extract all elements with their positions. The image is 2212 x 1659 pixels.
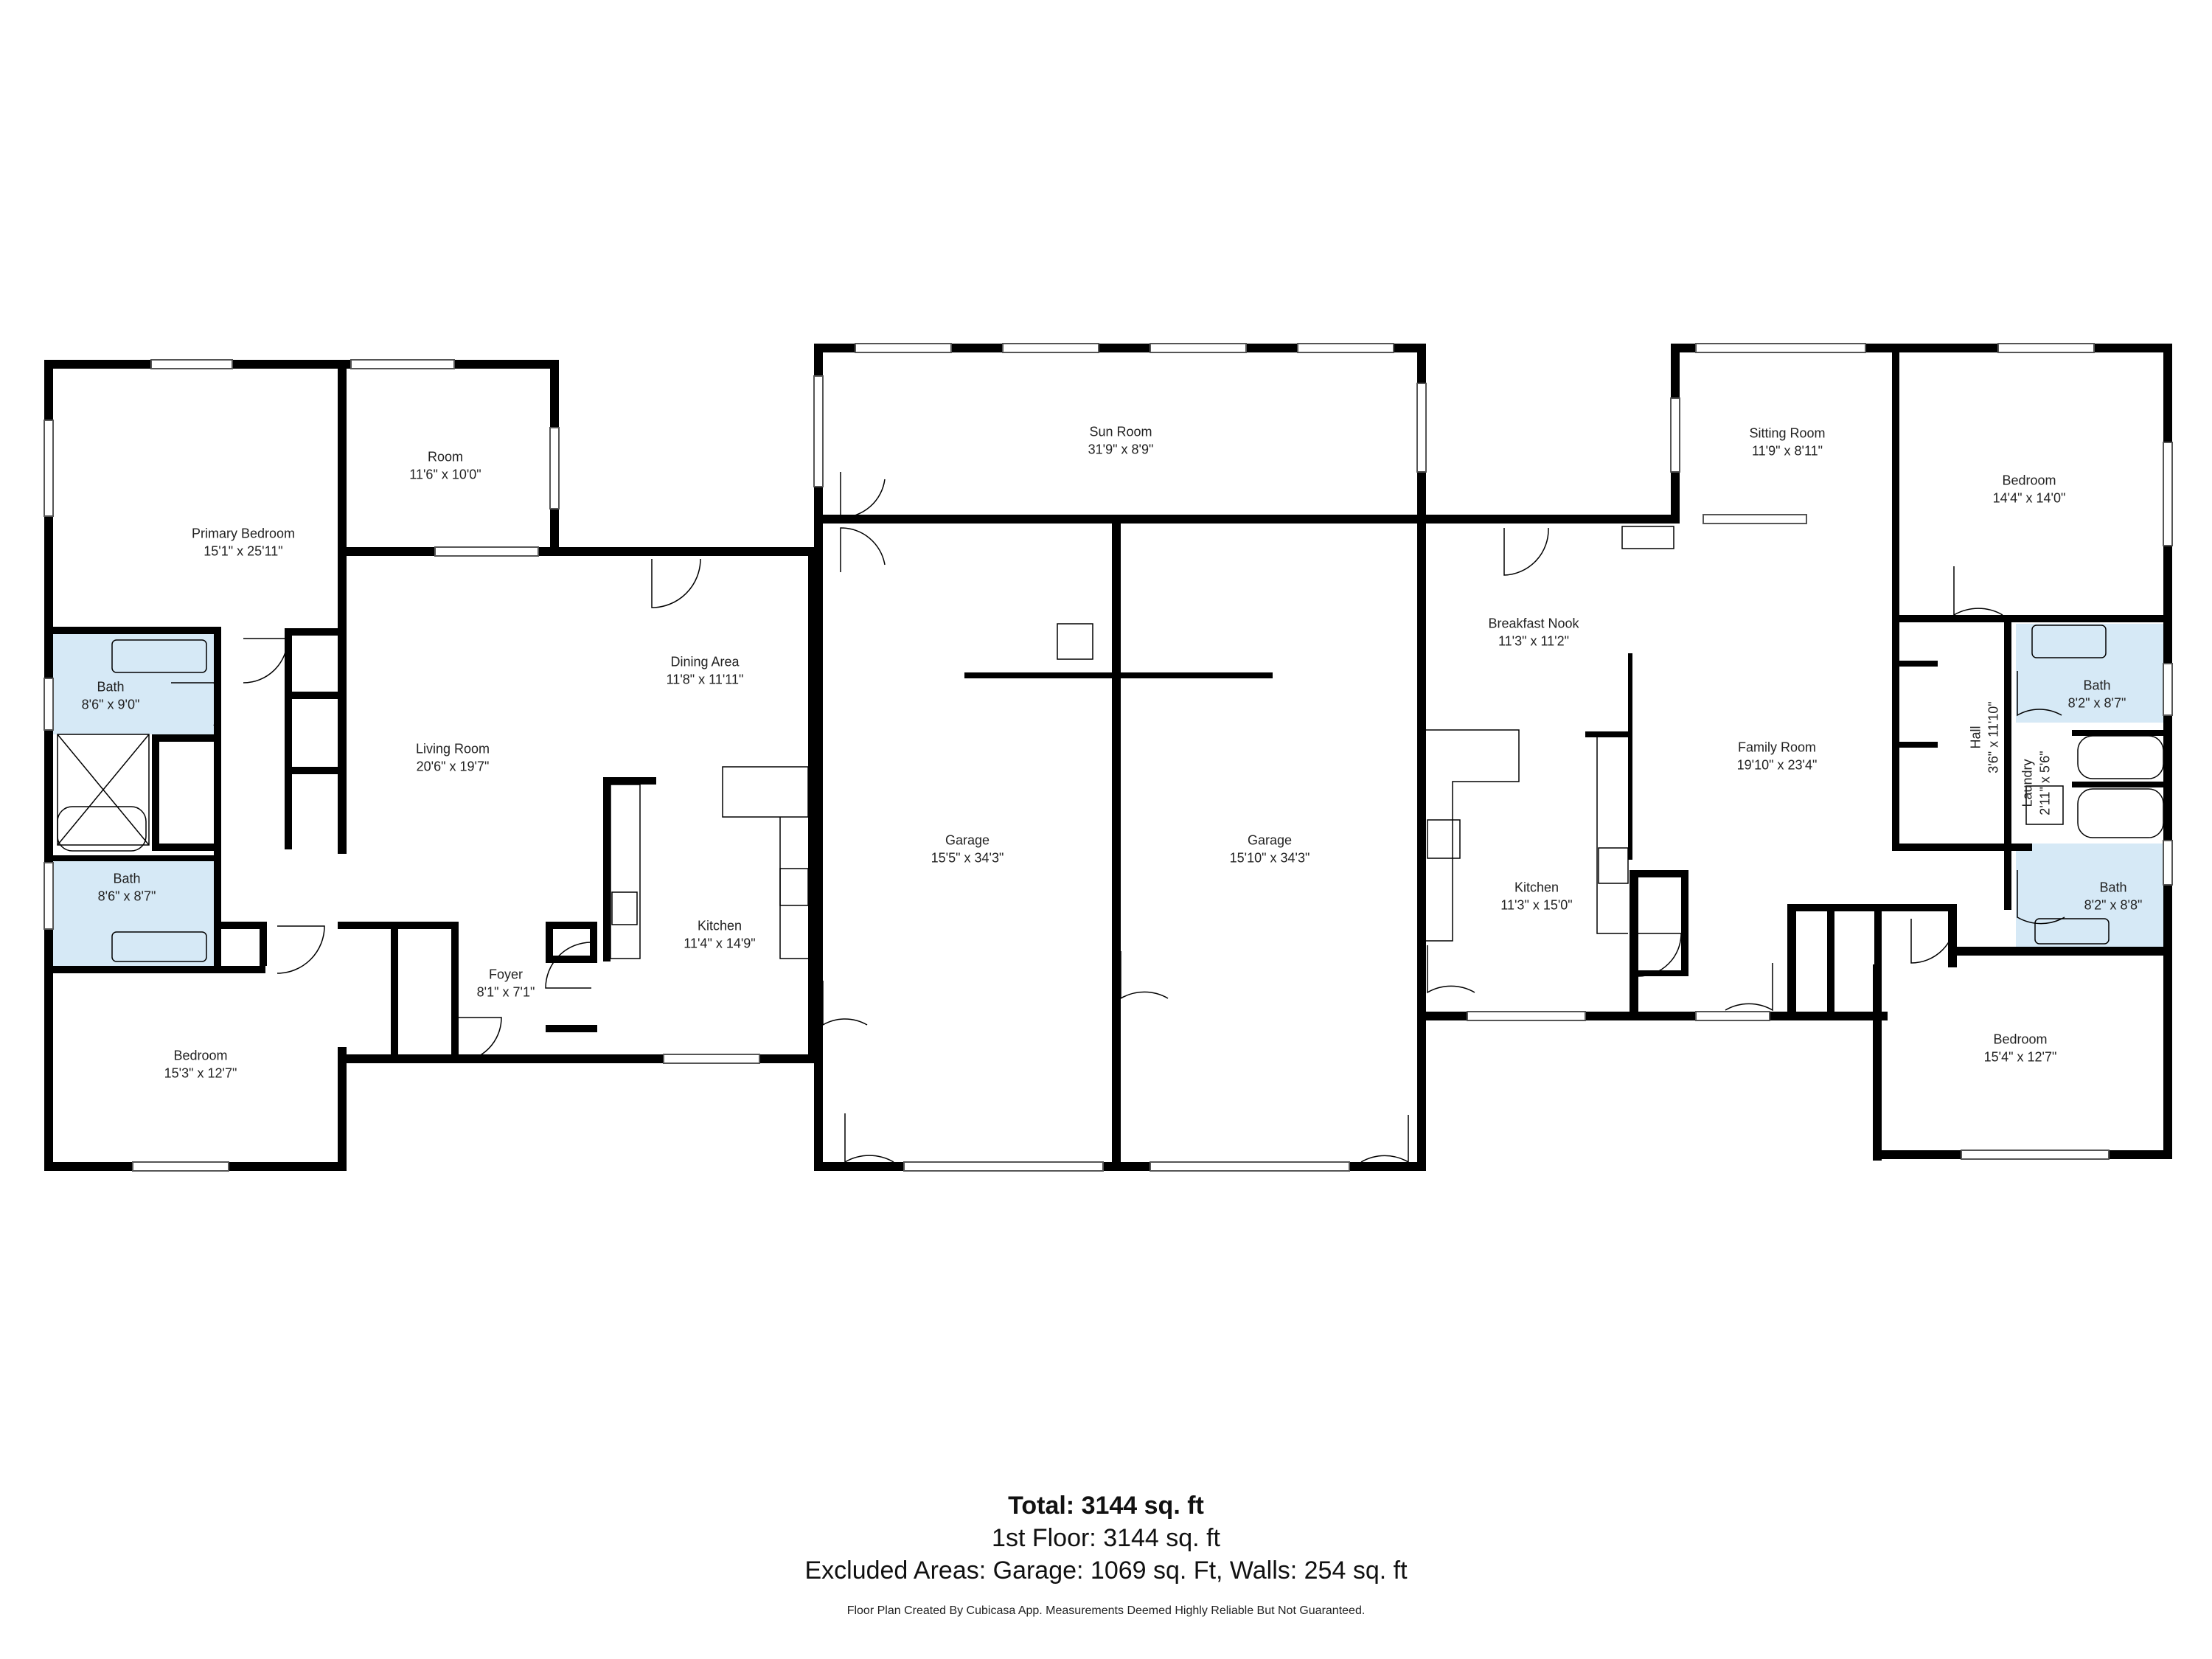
room-dimensions: 8'6" x 9'0" xyxy=(81,698,140,712)
room-dimensions: 11'8" x 11'11" xyxy=(666,672,744,687)
fixtures xyxy=(57,526,2164,962)
floor-area: 1st Floor: 3144 sq. ft xyxy=(992,1524,1220,1552)
room-dimensions: 3'6" x 11'10" xyxy=(1986,701,2001,773)
room-name: Bath xyxy=(97,679,125,695)
room-garage-1: Garage 15'5" x 34'3" xyxy=(931,832,1004,868)
room-name: Primary Bedroom xyxy=(191,526,296,541)
room-name: Bedroom xyxy=(173,1048,228,1063)
room-dimensions: 19'10" x 23'4" xyxy=(1736,758,1818,773)
room-bedroom-sw: Bedroom 15'3" x 12'7" xyxy=(164,1047,237,1083)
room-living-room: Living Room 20'6" x 19'7" xyxy=(416,740,490,776)
room-name: Room xyxy=(427,449,464,465)
room-name: Breakfast Nook xyxy=(1488,616,1579,631)
area-summary: Total: 3144 sq. ft 1st Floor: 3144 sq. f… xyxy=(0,1489,2212,1618)
room-name: Bedroom xyxy=(2002,473,2056,488)
room-dimensions: 11'3" x 15'0" xyxy=(1500,898,1573,913)
room-kitchen-1: Kitchen 11'4" x 14'9" xyxy=(684,917,755,953)
bath-fills xyxy=(53,624,2163,966)
room-name: Garage xyxy=(945,832,990,848)
room-dimensions: 8'2" x 8'8" xyxy=(2084,898,2143,913)
room-dimensions: 15'5" x 34'3" xyxy=(931,851,1004,866)
room-primary-bedroom: Primary Bedroom 15'1" x 25'11" xyxy=(192,525,295,561)
room-name: Laundry xyxy=(2020,759,2035,807)
room-name: Family Room xyxy=(1737,740,1817,755)
room-garage-2: Garage 15'10" x 34'3" xyxy=(1230,832,1310,868)
room-bath-3: Bath 8'2" x 8'7" xyxy=(2068,677,2126,713)
room-dimensions: 11'3" x 11'2" xyxy=(1498,634,1570,649)
room-dimensions: 15'4" x 12'7" xyxy=(1983,1050,2057,1065)
door-swings xyxy=(171,472,2065,1164)
windows xyxy=(44,343,2173,1172)
room-name: Garage xyxy=(1247,832,1293,848)
room-sun-room: Sun Room 31'9" x 8'9" xyxy=(1088,423,1154,459)
room-family-room: Family Room 19'10" x 23'4" xyxy=(1737,739,1818,775)
room-kitchen-2: Kitchen 11'3" x 15'0" xyxy=(1500,879,1572,915)
room-name: Sitting Room xyxy=(1749,425,1826,441)
room-dimensions: 20'6" x 19'7" xyxy=(416,759,490,774)
room-bath-1: Bath 8'6" x 9'0" xyxy=(82,678,140,714)
room-dimensions: 31'9" x 8'9" xyxy=(1088,442,1154,457)
room-name: Living Room xyxy=(415,741,490,757)
room-dining-area: Dining Area 11'8" x 11'11" xyxy=(667,653,744,689)
room-dimensions: 11'4" x 14'9" xyxy=(684,936,756,951)
room-name: Bedroom xyxy=(1993,1032,2048,1047)
walls xyxy=(44,344,2172,1171)
room-bath-2: Bath 8'6" x 8'7" xyxy=(98,870,156,906)
room-bedroom-ne: Bedroom 14'4" x 14'0" xyxy=(1993,472,2066,508)
room-foyer: Foyer 8'1" x 7'1" xyxy=(477,966,535,1002)
room-name: Bath xyxy=(113,871,141,886)
room-dimensions: 14'4" x 14'0" xyxy=(1992,491,2066,506)
total-area: Total: 3144 sq. ft xyxy=(1008,1492,1204,1520)
room-name: Kitchen xyxy=(697,918,742,933)
room-sitting-room: Sitting Room 11'9" x 8'11" xyxy=(1749,425,1825,461)
disclaimer: Floor Plan Created By Cubicasa App. Meas… xyxy=(846,1604,1366,1617)
room-name: Hall xyxy=(1968,726,1983,749)
room-dimensions: 15'10" x 34'3" xyxy=(1229,851,1310,866)
room-dimensions: 15'1" x 25'11" xyxy=(204,544,283,559)
room-name: Dining Area xyxy=(670,654,740,669)
room-breakfast-nook: Breakfast Nook 11'3" x 11'2" xyxy=(1488,615,1579,651)
room-dimensions: 11'9" x 8'11" xyxy=(1751,444,1823,459)
room-dimensions: 15'3" x 12'7" xyxy=(164,1066,237,1081)
room-dimensions: 2'11" x 5'6" xyxy=(2038,751,2053,815)
room-name: Sun Room xyxy=(1089,424,1152,439)
room-name: Kitchen xyxy=(1514,880,1559,895)
room-name: Bath xyxy=(2083,678,2111,693)
room-hall: Hall 3'6" x 11'10" xyxy=(1967,701,2003,773)
room-dimensions: 8'2" x 8'7" xyxy=(2067,696,2126,711)
room-dimensions: 8'6" x 8'7" xyxy=(97,889,156,904)
room-dimensions: 11'6" x 10'0" xyxy=(409,467,481,482)
room-name: Bath xyxy=(2099,880,2127,895)
room-bath-4: Bath 8'2" x 8'8" xyxy=(2084,879,2143,915)
room-bedroom-se: Bedroom 15'4" x 12'7" xyxy=(1984,1031,2057,1067)
room-dimensions: 8'1" x 7'1" xyxy=(476,985,535,1000)
room-laundry: Laundry 2'11" x 5'6" xyxy=(2019,751,2055,815)
room-room: Room 11'6" x 10'0" xyxy=(409,448,481,484)
room-name: Foyer xyxy=(488,967,524,982)
excluded-areas: Excluded Areas: Garage: 1069 sq. Ft, Wal… xyxy=(804,1557,1408,1585)
